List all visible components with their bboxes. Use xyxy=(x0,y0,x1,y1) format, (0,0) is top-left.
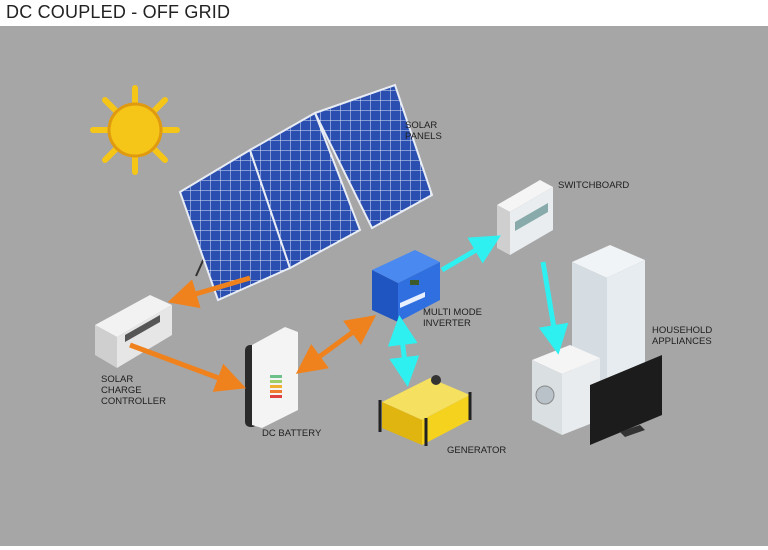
label-generator: GENERATOR xyxy=(447,445,507,456)
charge-controller xyxy=(95,295,172,368)
generator xyxy=(378,375,472,446)
diagram-title: DC COUPLED - OFF GRID xyxy=(6,2,231,22)
arrow-inverter-to-switchboard xyxy=(440,235,501,273)
arrow-inverter-generator xyxy=(387,315,420,387)
label-charge-controller: SOLAR CHARGE CONTROLLER xyxy=(101,374,166,407)
label-solar-panels: SOLAR PANELS xyxy=(405,120,442,142)
dc-flow-arrows xyxy=(129,275,377,392)
solar-panels xyxy=(178,83,434,302)
ac-flow-arrows xyxy=(387,235,569,387)
sun-icon xyxy=(90,85,180,175)
arrow-controller-to-battery xyxy=(129,342,247,392)
inverter xyxy=(372,250,440,322)
arrow-battery-inverter xyxy=(295,315,377,374)
dc-battery xyxy=(245,327,298,428)
label-dc-battery: DC BATTERY xyxy=(262,428,322,439)
label-switchboard: SWITCHBOARD xyxy=(558,180,630,191)
arrow-switchboard-to-appliances xyxy=(538,261,569,355)
arrow-panels-to-controller xyxy=(167,275,251,309)
label-household-appliances: HOUSEHOLD APPLIANCES xyxy=(652,325,713,347)
household-appliances xyxy=(532,245,662,445)
label-inverter: MULTI MODE INVERTER xyxy=(423,307,482,329)
switchboard xyxy=(497,180,553,255)
